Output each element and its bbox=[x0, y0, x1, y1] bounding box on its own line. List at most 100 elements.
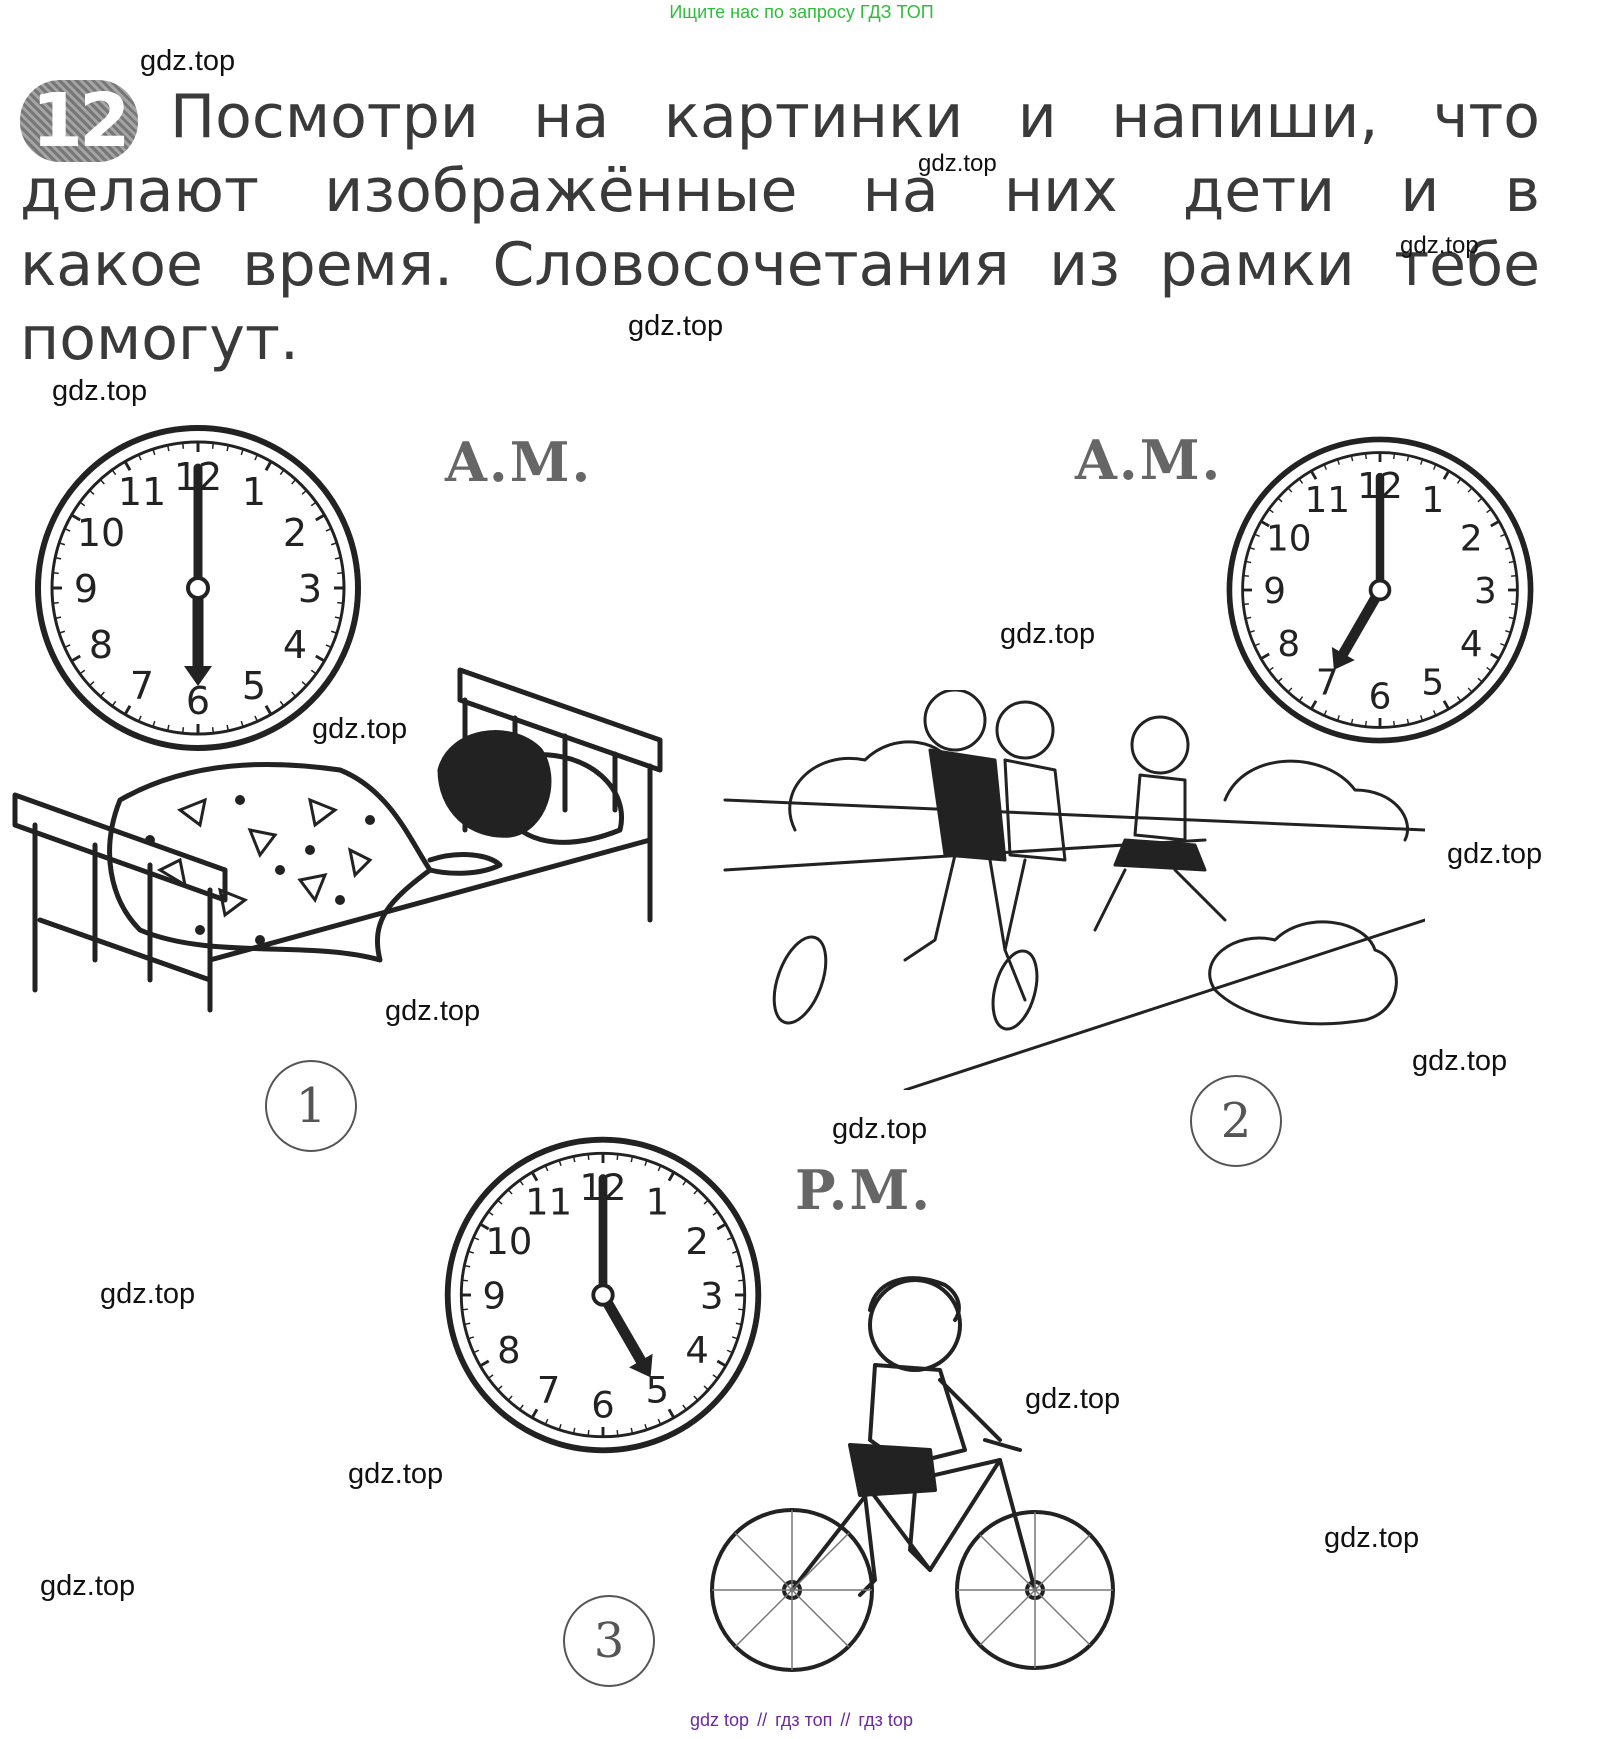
clock-tick bbox=[137, 454, 142, 461]
clock-tick bbox=[1323, 464, 1328, 470]
clock-tick bbox=[58, 542, 66, 546]
footer-separator: // bbox=[840, 1710, 851, 1730]
picture-2-number: 2 bbox=[1190, 1075, 1282, 1167]
footer-link[interactable]: гдз топ bbox=[775, 1710, 833, 1730]
clock-tick bbox=[487, 1374, 494, 1379]
clock-tick bbox=[507, 1395, 513, 1401]
clock-tick bbox=[1490, 652, 1500, 660]
picture-3-number: 3 bbox=[563, 1595, 655, 1687]
clock-tick bbox=[211, 442, 215, 449]
clock-tick bbox=[226, 445, 230, 452]
clock-tick bbox=[461, 1279, 468, 1282]
clock-tick bbox=[1420, 459, 1424, 465]
watermark: gdz.top bbox=[918, 150, 997, 177]
clock-tick bbox=[325, 644, 332, 649]
clock-tick bbox=[291, 478, 297, 485]
clock-tick bbox=[1243, 603, 1250, 606]
clock-numeral: 5 bbox=[242, 664, 266, 708]
clock-tick bbox=[461, 1308, 468, 1311]
clock-numeral: 6 bbox=[591, 1383, 614, 1426]
clock-numeral: 6 bbox=[186, 679, 210, 723]
clock-tick bbox=[716, 1359, 727, 1368]
clock-rim bbox=[444, 1136, 762, 1454]
picture-2-period: A.M. bbox=[1075, 428, 1223, 492]
clock-tick bbox=[497, 1199, 503, 1205]
clock-tick bbox=[254, 715, 259, 722]
clock-numeral: 3 bbox=[1474, 571, 1497, 612]
clock-tick bbox=[473, 1236, 480, 1241]
clock-tick bbox=[166, 724, 170, 731]
clock-tick bbox=[479, 1222, 490, 1231]
clock-hour-arrow bbox=[184, 666, 212, 686]
clock-tick bbox=[1260, 652, 1270, 660]
clock-tick bbox=[334, 616, 341, 620]
clock-tick bbox=[334, 556, 341, 560]
clock-tick bbox=[310, 501, 317, 507]
clock-numeral: 2 bbox=[283, 511, 307, 555]
clock-tick bbox=[264, 705, 273, 716]
clock-tick bbox=[310, 669, 317, 675]
watermark: gdz.top bbox=[312, 713, 408, 745]
clock-tick bbox=[726, 1349, 733, 1354]
clock-tick bbox=[644, 1160, 648, 1166]
clock-hour-arrow bbox=[1331, 646, 1355, 670]
clock-numeral: 8 bbox=[89, 623, 113, 667]
clock-tick bbox=[301, 489, 308, 495]
clock-tick bbox=[1310, 470, 1318, 480]
footer-link[interactable]: gdz top bbox=[690, 1710, 750, 1730]
clock-tick bbox=[315, 513, 326, 522]
clock-numeral: 10 bbox=[77, 511, 125, 555]
clock-tick bbox=[519, 1179, 524, 1186]
clock-numeral: 9 bbox=[74, 567, 98, 611]
clock-tick bbox=[152, 448, 156, 456]
clock-tick bbox=[1467, 487, 1473, 493]
clock-tick bbox=[181, 727, 185, 734]
clock-tick bbox=[1505, 546, 1511, 550]
clock-tick bbox=[264, 460, 273, 471]
watermark: gdz.top bbox=[1324, 1522, 1420, 1554]
watermark: gdz.top bbox=[385, 995, 481, 1027]
clock-numeral: 7 bbox=[537, 1369, 560, 1412]
clock-tick bbox=[181, 442, 185, 449]
clock-tick bbox=[1406, 718, 1410, 725]
clock-tick bbox=[544, 1165, 549, 1172]
footer: gdz top//гдз топ//гдз top bbox=[0, 1710, 1603, 1731]
clock-tick bbox=[1508, 560, 1515, 564]
clock-tick bbox=[301, 681, 308, 687]
clock-tick bbox=[70, 513, 81, 522]
footer-link[interactable]: гдз top bbox=[858, 1710, 913, 1730]
clock-numeral: 4 bbox=[1460, 624, 1483, 665]
clock-tick bbox=[325, 527, 332, 532]
clock-numeral: 4 bbox=[283, 623, 307, 667]
clock-tick bbox=[64, 527, 71, 532]
clock-tick bbox=[1245, 616, 1252, 620]
clock-tick bbox=[1393, 720, 1396, 727]
clock-tick bbox=[70, 654, 81, 663]
clock-tick bbox=[657, 1418, 662, 1425]
clock-numeral: 8 bbox=[1277, 624, 1300, 665]
clock-tick bbox=[468, 1250, 474, 1254]
clock-tick bbox=[473, 1349, 480, 1354]
clock-tick bbox=[479, 1359, 490, 1368]
girl-sleeping-picture bbox=[12, 667, 663, 1013]
children-running-picture bbox=[723, 690, 1425, 1090]
clock-numeral: 2 bbox=[1460, 518, 1483, 559]
clock-tick bbox=[667, 1171, 676, 1182]
watermark: gdz.top bbox=[1412, 1045, 1508, 1077]
clock-tick bbox=[55, 616, 62, 620]
clock-tick bbox=[1508, 616, 1515, 620]
watermark: gdz.top bbox=[1025, 1383, 1121, 1415]
clock-tick bbox=[732, 1250, 738, 1254]
clock-tick bbox=[137, 715, 142, 722]
clock-tick bbox=[630, 1156, 634, 1163]
clock-tick bbox=[79, 669, 86, 675]
clock-tick bbox=[64, 644, 71, 649]
clock-numeral: 2 bbox=[685, 1220, 708, 1263]
clock-tick bbox=[111, 700, 117, 707]
clock-tick bbox=[291, 691, 297, 698]
clock-tick bbox=[1254, 533, 1260, 538]
watermark: gdz.top bbox=[140, 45, 236, 77]
clock-tick bbox=[1323, 710, 1328, 716]
clock-tick bbox=[111, 469, 117, 476]
clock-numeral: 3 bbox=[298, 567, 322, 611]
